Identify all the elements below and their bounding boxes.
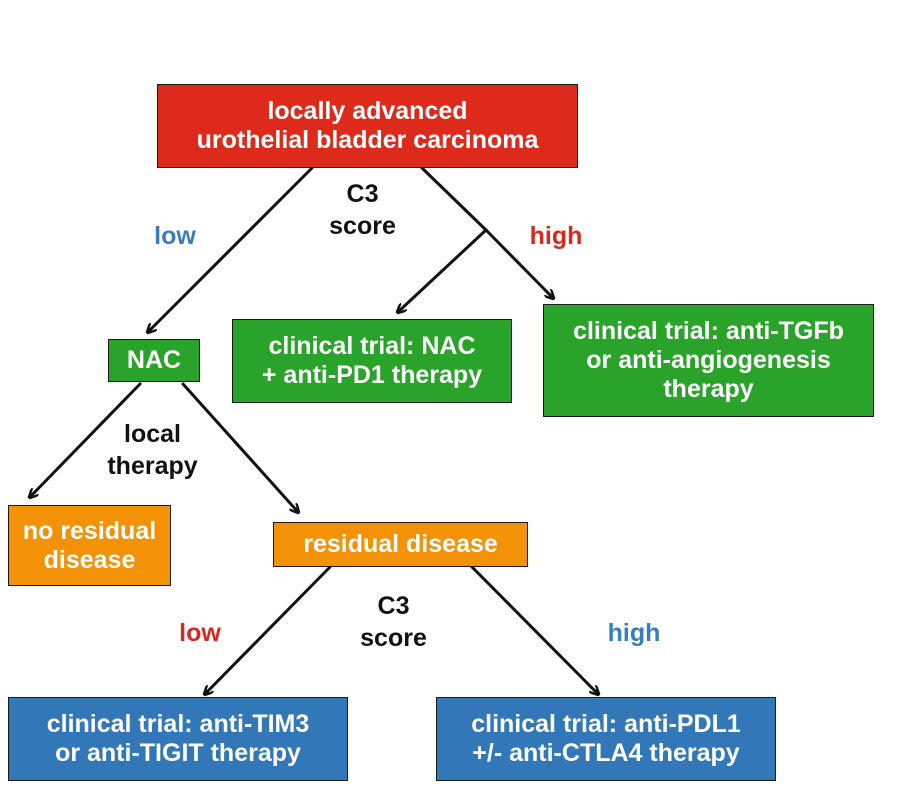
label-c3-score-top-line-2: score <box>329 212 396 240</box>
node-trial-pdl1-line-2: +/- anti-CTLA4 therapy <box>472 739 740 767</box>
node-trial-tim3: clinical trial: anti-TIM3 or anti-TIGIT … <box>8 697 348 781</box>
label-c3-score-top-line-1: C3 <box>346 180 379 208</box>
node-trial-tgfb-line-2: or anti-angiogenesis <box>586 346 831 374</box>
node-trial-tgfb-line-3: therapy <box>663 375 754 403</box>
edge-root-to-nac <box>148 166 314 332</box>
edge-residual-to-trial-pdl1 <box>470 565 598 694</box>
node-trial-tim3-line-2: or anti-TIGIT therapy <box>55 739 301 767</box>
node-root-line-2: urothelial bladder carcinoma <box>196 126 539 154</box>
node-trial-nac-pd1-line-2: + anti-PD1 therapy <box>261 361 483 389</box>
node-residual-line-1: residual disease <box>303 530 498 558</box>
node-nac: NAC <box>108 339 200 382</box>
label-c3-score-top: C3 score <box>315 178 410 242</box>
node-trial-nac-pd1-line-1: clinical trial: NAC <box>268 332 476 360</box>
edge-nac-to-no-residual <box>30 382 142 497</box>
node-nac-line-1: NAC <box>126 346 182 374</box>
label-c3-score-bottom-line-2: score <box>360 624 427 652</box>
node-root: locally advanced urothelial bladder carc… <box>157 84 578 168</box>
node-trial-tgfb: clinical trial: anti-TGFb or anti-angiog… <box>543 304 874 417</box>
label-c3-score-bottom: C3 score <box>346 590 441 654</box>
node-trial-nac-pd1: clinical trial: NAC + anti-PD1 therapy <box>232 319 512 403</box>
label-local-therapy-line-1: local <box>124 420 181 448</box>
edge-nac-to-residual <box>181 382 298 512</box>
node-no-residual-line-2: disease <box>43 545 136 574</box>
edge-branch-to-trial-tgfb <box>484 228 553 298</box>
label-high-bottom: high <box>607 619 661 647</box>
label-local-therapy: local therapy <box>95 418 210 482</box>
edge-root-to-branch-high <box>420 166 488 232</box>
label-local-therapy-line-2: therapy <box>107 452 198 480</box>
node-no-residual-line-1: no residual <box>22 516 157 545</box>
label-low-bottom: low <box>179 619 221 647</box>
node-trial-pdl1: clinical trial: anti-PDL1 +/- anti-CTLA4… <box>436 697 776 781</box>
node-root-line-1: locally advanced <box>267 97 468 125</box>
edge-branch-to-trial-nac-pd1 <box>398 228 488 312</box>
edge-residual-to-trial-tim3 <box>205 565 332 694</box>
label-high-top: high <box>529 222 583 250</box>
label-c3-score-bottom-line-1: C3 <box>377 592 410 620</box>
label-low-top: low <box>154 222 196 250</box>
node-no-residual: no residual disease <box>8 505 171 586</box>
node-trial-tgfb-line-1: clinical trial: anti-TGFb <box>573 317 844 345</box>
node-residual: residual disease <box>273 522 528 567</box>
node-trial-tim3-line-1: clinical trial: anti-TIM3 <box>46 710 310 738</box>
node-trial-pdl1-line-1: clinical trial: anti-PDL1 <box>471 710 741 738</box>
